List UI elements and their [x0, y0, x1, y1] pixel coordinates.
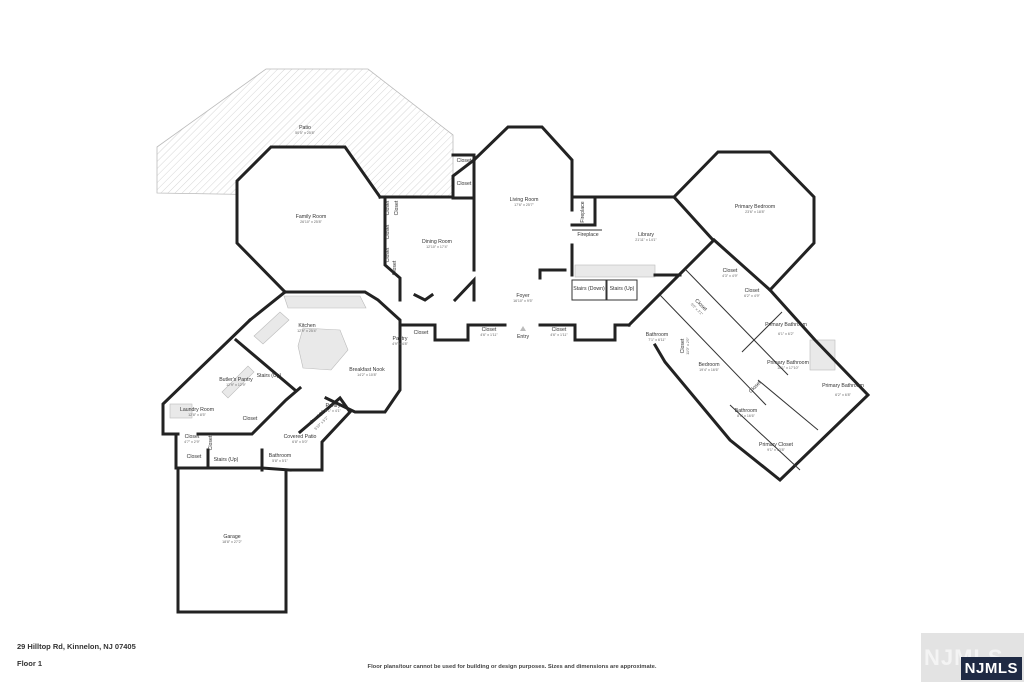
bathroom-bed-dim: 8'0" x 16'6" — [737, 414, 755, 418]
laundry-room-dim: 12'8" x 8'5" — [188, 413, 206, 417]
entry-label: Entry — [517, 334, 530, 340]
closet-label-6: Closet — [385, 247, 391, 262]
closet-label-7: Closet — [392, 260, 398, 275]
closet-label-12: Closet — [745, 288, 760, 294]
garage-label: Garage — [223, 534, 240, 540]
closet-label-5: Closet — [385, 224, 391, 239]
primary-bathroom-label-2: Primary Bathroom — [767, 360, 809, 366]
bathroom-garage-dim: 5'8" x 5'1" — [272, 459, 288, 463]
closet-label-11: Closet — [723, 268, 738, 274]
bedroom-dim: 19'4" x 16'6" — [699, 368, 719, 372]
covered-patio-label: Covered Patio — [284, 434, 317, 440]
logo-badge: NJMLS — [960, 657, 1022, 680]
fireplace-label-2: Fireplace — [580, 201, 586, 222]
bathroom-hall-label: Bathroom — [646, 332, 669, 338]
covered-patio-dim: 6'8" x 5'0" — [292, 440, 308, 444]
living-room-label: Living Room — [510, 197, 539, 203]
living-room-dim: 17'6" x 25'7" — [514, 203, 534, 207]
patio-area — [156, 68, 454, 199]
closet-dim-10: 4'6" x 1'11" — [550, 333, 568, 337]
pantry-label-2: Pantry — [326, 403, 341, 409]
floor-label: Floor 1 — [17, 659, 43, 668]
primary-bathroom-dim-3: 6'2" x 6'8" — [835, 393, 851, 397]
foyer-label: Foyer — [516, 293, 530, 299]
closet-dim-12: 6'2" x 4'9" — [744, 294, 760, 298]
primary-bathroom-dim-2: 18'1" x 17'10" — [777, 366, 799, 370]
bathroom-garage-label: Bathroom — [269, 453, 292, 459]
stairs-down-label: Stairs (Down) — [573, 286, 605, 292]
entry-arrow-icon — [520, 326, 526, 331]
closet-label-3: Closet — [385, 200, 391, 215]
closet-label-8: Closet — [414, 330, 429, 336]
primary-bathroom-label-3: Primary Bathroom — [822, 383, 864, 389]
closet-label-9: Closet — [482, 327, 497, 333]
njmls-logo: NJMLS NJMLS — [921, 633, 1024, 682]
kitchen-fixtures — [169, 264, 836, 419]
property-address: 29 Hilltop Rd, Kinnelon, NJ 07405 — [17, 642, 136, 651]
bedroom-label: Bedroom — [698, 362, 719, 368]
primary-closet-dim: 9'1" x 13'8" — [767, 448, 785, 452]
patio-label: Patio — [299, 125, 311, 131]
pantry-dim-1: 4'9" x 4'8" — [392, 342, 408, 346]
bathroom-bed-label: Bathroom — [735, 408, 758, 414]
closet-label-10: Closet — [552, 327, 567, 333]
library-label: Library — [638, 232, 654, 238]
closet-dim-17: 4'7" x 2'9" — [184, 440, 200, 444]
stairs-garage-label: Stairs (Up) — [214, 457, 239, 463]
laundry-room-label: Laundry Room — [180, 407, 214, 413]
closet-label-4: Closet — [394, 200, 400, 215]
primary-closet-label: Primary Closet — [759, 442, 794, 448]
stairs-kitchen-label: Stairs (Up) — [257, 373, 282, 379]
closet-label-17: Closet — [185, 434, 200, 440]
bathroom-hall-dim: 7'1" x 6'11" — [648, 338, 666, 342]
butlers-pantry-label: Butler's Pantry — [219, 377, 253, 383]
foyer-dim: 16'10" x 9'5" — [513, 299, 533, 303]
closet-label-14: Closet — [680, 338, 686, 353]
closet-dim-14: 11'0" x 2'0" — [686, 337, 690, 355]
butlers-pantry-dim: 12'9" x 12'9" — [226, 383, 246, 387]
dining-room-dim: 12'10" x 17'4" — [426, 245, 448, 249]
family-room-dim: 26'10" x 25'8" — [300, 220, 322, 224]
stairs-up-label: Stairs (Up) — [610, 286, 635, 292]
patio-dim: 50'5" x 25'8" — [295, 131, 315, 135]
dining-room-label: Dining Room — [422, 239, 452, 245]
breakfast-nook-label: Breakfast Nook — [349, 367, 385, 373]
closet-label-19: Closet — [187, 454, 202, 460]
primary-bathroom-label-1: Primary Bathroom — [765, 322, 807, 328]
pantry-label-1: Pantry — [393, 336, 408, 342]
closet-label-16: Closet — [243, 416, 258, 422]
library-dim: 21'11" x 14'1" — [635, 238, 657, 242]
garage-dim: 18'8" x 27'2" — [222, 540, 242, 544]
primary-bedroom-dim: 23'6" x 18'8" — [745, 210, 765, 214]
closet-label-1: Closet — [457, 158, 472, 164]
closet-label-18: Closet — [208, 435, 214, 450]
closet-dim-9: 4'6" x 1'11" — [480, 333, 498, 337]
closet-dim-11: 4'3" x 4'9" — [722, 274, 738, 278]
walls — [161, 125, 871, 614]
primary-bedroom-label: Primary Bedroom — [735, 204, 775, 210]
kitchen-label: Kitchen — [298, 323, 315, 329]
disclaimer-text: Floor plans/tour cannot be used for buil… — [367, 664, 657, 670]
closet-label-2: Closet — [457, 181, 472, 187]
breakfast-nook-dim: 14'2" x 10'8" — [357, 373, 377, 377]
pantry-dim-2: 6'1" x 4'1" — [325, 409, 341, 413]
family-room-label: Family Room — [296, 214, 327, 220]
fireplace-label-1: Fireplace — [577, 232, 598, 238]
primary-bathroom-dim-1: 6'1" x 6'2" — [778, 332, 794, 336]
kitchen-dim: 12'9" x 25'4" — [297, 329, 317, 333]
